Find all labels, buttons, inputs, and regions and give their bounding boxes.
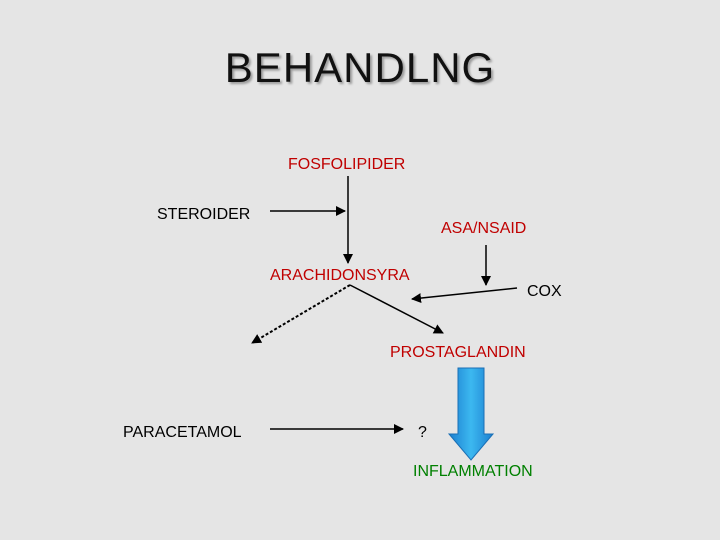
arrow-dashed-left	[251, 284, 351, 344]
label-paracetamol: PARACETAMOL	[123, 424, 242, 441]
arrow-to-prostaglandin	[349, 284, 444, 334]
blue-down-arrow	[447, 367, 495, 461]
label-steroider: STEROIDER	[157, 206, 251, 223]
label-question: ?	[418, 424, 427, 441]
label-cox: COX	[527, 283, 562, 300]
label-fosfolipider: FOSFOLIPIDER	[288, 156, 406, 173]
label-arachidonsyra: ARACHIDONSYRA	[270, 267, 410, 284]
label-asa-nsaid: ASA/NSAID	[441, 220, 527, 237]
slide-title: BEHANDLNG	[224, 44, 496, 91]
label-prostaglandin: PROSTAGLANDIN	[390, 344, 526, 361]
label-inflammation: INFLAMMATION	[413, 463, 533, 480]
arrow-cox	[411, 287, 518, 304]
